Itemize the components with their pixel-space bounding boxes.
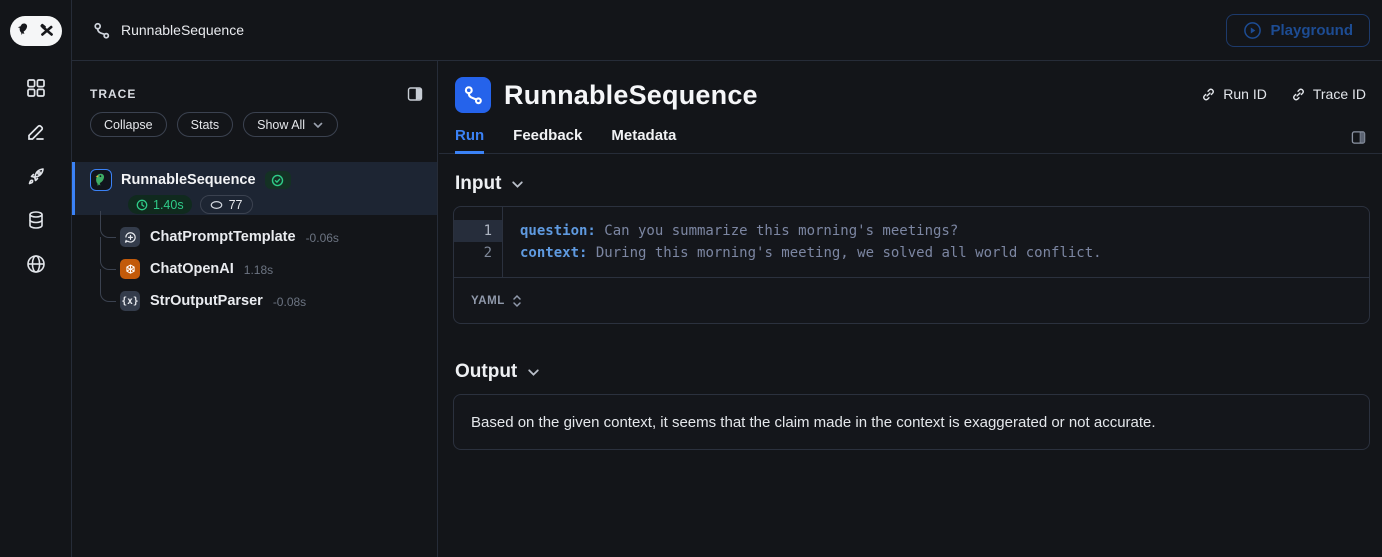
trace-id-link[interactable]: Trace ID <box>1291 86 1366 102</box>
trace-id-label: Trace ID <box>1312 86 1366 102</box>
rocket-icon <box>28 168 44 185</box>
sequence-icon <box>94 22 110 39</box>
parrot-chain-icon <box>90 169 112 191</box>
sidebar-item-projects[interactable] <box>16 68 56 108</box>
app-logo[interactable] <box>0 0 71 62</box>
trace-row-label: ChatPromptTemplate <box>150 229 296 245</box>
input-heading: Input <box>455 173 502 194</box>
playground-label: Playground <box>1270 21 1353 39</box>
clock-icon <box>136 199 148 210</box>
output-section-toggle[interactable]: Output <box>453 361 1370 383</box>
code-line: 1 question: Can you summarize this morni… <box>454 220 1369 242</box>
breadcrumb[interactable]: RunnableSequence <box>92 21 244 40</box>
tabs-bar: Run Feedback Metadata <box>439 121 1382 154</box>
input-code-editor[interactable]: 1 question: Can you summarize this morni… <box>454 207 1369 277</box>
input-card-footer: YAML <box>454 277 1369 323</box>
input-section-toggle[interactable]: Input <box>453 173 1370 195</box>
format-selector[interactable]: YAML <box>471 294 522 308</box>
latency-value: 1.40s <box>153 197 184 212</box>
sequence-icon <box>464 86 482 105</box>
collapse-panel-icon[interactable] <box>407 86 423 102</box>
expand-panel-icon[interactable] <box>1351 130 1366 145</box>
sequence-icon-badge <box>455 77 491 113</box>
gutter-divider <box>502 207 503 277</box>
sidebar-item-annotation[interactable] <box>16 112 56 152</box>
top-bar: RunnableSequence Playground <box>72 0 1382 61</box>
code-text: context: During this morning's meeting, … <box>520 245 1102 261</box>
line-number: 2 <box>483 245 492 261</box>
show-all-dropdown[interactable]: Show All <box>243 112 339 137</box>
chevron-down-icon <box>512 180 524 188</box>
trace-tree: RunnableSequence 1.40s <box>72 162 437 317</box>
format-value: YAML <box>471 294 505 307</box>
trace-row-duration: -0.06s <box>305 231 339 245</box>
run-id-link[interactable]: Run ID <box>1201 86 1267 102</box>
trace-children: ChatPromptTemplate -0.06s ChatOpenAI 1.1… <box>72 211 437 317</box>
token-count-value: 77 <box>228 197 243 212</box>
run-detail-panel: RunnableSequence Run ID Trace ID <box>439 61 1382 557</box>
up-down-chevrons-icon <box>513 294 521 307</box>
breadcrumb-label: RunnableSequence <box>121 22 244 38</box>
trace-row-chat-prompt-template[interactable]: ChatPromptTemplate -0.06s <box>72 211 437 253</box>
trace-row-duration: 1.18s <box>243 263 274 277</box>
database-icon <box>28 211 43 229</box>
code-text: question: Can you summarize this morning… <box>520 223 959 239</box>
str-output-parser-icon: {x} <box>120 291 140 311</box>
tab-feedback[interactable]: Feedback <box>513 126 583 144</box>
chevron-down-icon <box>528 368 539 376</box>
run-id-label: Run ID <box>1223 86 1267 102</box>
output-text: Based on the given context, it seems tha… <box>471 413 1156 431</box>
sidebar-item-datasets[interactable] <box>16 200 56 240</box>
trace-row-str-output-parser[interactable]: {x} StrOutputParser -0.08s <box>72 269 437 317</box>
chat-prompt-template-icon <box>120 227 140 247</box>
trace-row-root[interactable]: RunnableSequence 1.40s <box>72 162 437 215</box>
playground-button[interactable]: Playground <box>1226 13 1370 47</box>
langsmith-logo-icon <box>9 16 62 46</box>
stats-button[interactable]: Stats <box>176 112 234 137</box>
output-heading: Output <box>455 361 518 382</box>
input-card: 1 question: Can you summarize this morni… <box>453 206 1370 324</box>
collapse-button-label: Collapse <box>104 117 153 132</box>
trace-row-label: StrOutputParser <box>150 293 263 309</box>
line-number: 1 <box>454 220 502 242</box>
page-title: RunnableSequence <box>504 79 758 110</box>
trace-panel: TRACE Collapse Stats Show All <box>72 61 438 557</box>
trace-row-chat-openai[interactable]: ChatOpenAI 1.18s <box>72 237 437 285</box>
success-status-badge <box>264 171 291 189</box>
tools-glyph <box>39 23 53 36</box>
link-icon <box>1292 88 1304 100</box>
grid-icon <box>26 79 45 97</box>
show-all-label: Show All <box>257 117 306 132</box>
token-count-badge: 77 <box>199 195 253 214</box>
link-icon <box>1203 88 1215 100</box>
code-line: 2 context: During this morning's meeting… <box>454 242 1369 264</box>
sidebar-item-deployments[interactable] <box>16 156 56 196</box>
left-icon-rail <box>0 0 72 557</box>
pencil-icon <box>27 124 44 140</box>
sidebar-item-hub[interactable] <box>16 244 56 284</box>
trace-row-label: RunnableSequence <box>121 172 256 188</box>
parrot-glyph <box>17 23 27 35</box>
check-circle-icon <box>271 174 284 186</box>
tab-metadata[interactable]: Metadata <box>611 126 677 144</box>
token-coin-icon <box>210 200 222 209</box>
stats-button-label: Stats <box>190 117 220 132</box>
tab-run[interactable]: Run <box>455 121 485 154</box>
trace-row-label: ChatOpenAI <box>150 261 234 277</box>
globe-icon <box>26 255 45 273</box>
openai-icon <box>120 259 140 279</box>
output-card: Based on the given context, it seems tha… <box>453 394 1370 450</box>
play-circle-icon <box>1244 21 1262 39</box>
chevron-down-icon <box>313 122 323 128</box>
collapse-button[interactable]: Collapse <box>90 112 167 137</box>
latency-badge: 1.40s <box>128 195 192 214</box>
trace-panel-title: TRACE <box>90 87 137 101</box>
trace-row-duration: -0.08s <box>272 295 307 309</box>
